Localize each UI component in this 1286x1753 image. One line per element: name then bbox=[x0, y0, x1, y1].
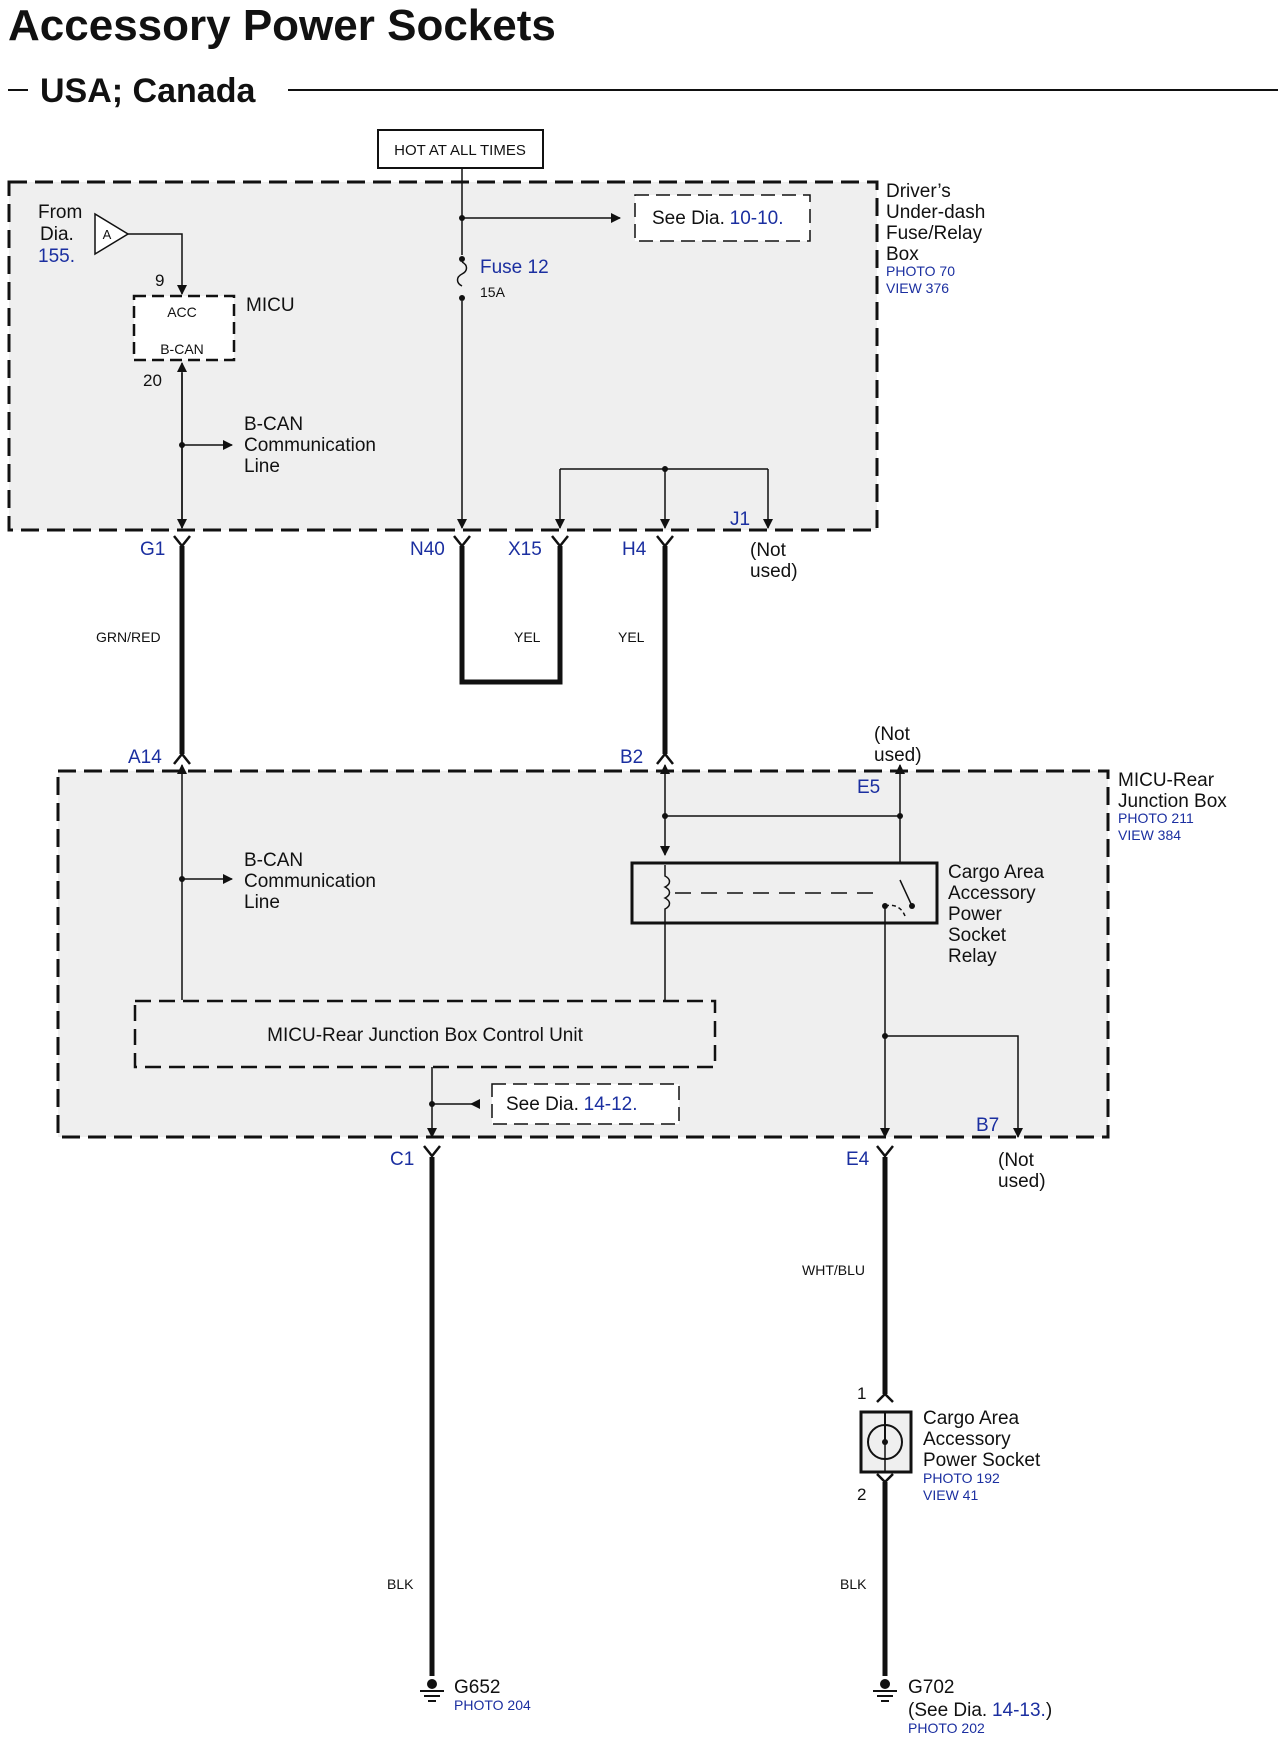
svg-text:Accessory: Accessory bbox=[923, 1429, 1011, 1450]
svg-text:Socket: Socket bbox=[948, 925, 1007, 946]
svg-text:Under-dash: Under-dash bbox=[886, 202, 985, 223]
connector-a14: A14 bbox=[128, 747, 162, 768]
wire-blk-c1: BLK bbox=[387, 1576, 414, 1592]
ground-g702-photo: PHOTO 202 bbox=[908, 1720, 985, 1736]
connector-a-label: A bbox=[103, 227, 112, 242]
ground-g652-icon bbox=[420, 1679, 444, 1702]
e5-not-used: (Not used) bbox=[874, 724, 922, 766]
svg-text:VIEW 376: VIEW 376 bbox=[886, 280, 949, 296]
svg-text:Communication: Communication bbox=[244, 871, 376, 892]
micu-rear-junction-box bbox=[56, 769, 1110, 1139]
svg-text:(Not: (Not bbox=[750, 540, 787, 561]
socket-pin-1: 1 bbox=[857, 1384, 866, 1403]
relay-coil bbox=[663, 865, 671, 922]
junction-box-top-terminals bbox=[173, 751, 674, 765]
wire-grn-red: GRN/RED bbox=[96, 629, 161, 645]
page-title: Accessory Power Sockets bbox=[8, 1, 556, 50]
micu-pin-20: 20 bbox=[143, 371, 162, 390]
relay-label: Cargo Area Accessory Power Socket Relay bbox=[948, 862, 1045, 967]
j1-not-used: (Not used) bbox=[750, 540, 798, 582]
svg-text:Cargo Area: Cargo Area bbox=[948, 862, 1045, 883]
svg-text:VIEW 384: VIEW 384 bbox=[1118, 827, 1181, 843]
connector-j1: J1 bbox=[730, 509, 750, 530]
connector-b7: B7 bbox=[976, 1115, 999, 1136]
bcan-line-label-lower: B-CAN Communication Line bbox=[244, 850, 376, 913]
ground-g702-label: G702 bbox=[908, 1677, 954, 1698]
connector-h4: H4 bbox=[622, 539, 647, 560]
svg-text:Communication: Communication bbox=[244, 435, 376, 456]
ground-g652-photo: PHOTO 204 bbox=[454, 1697, 531, 1713]
from-label: From bbox=[38, 202, 82, 223]
control-unit-label: MICU-Rear Junction Box Control Unit bbox=[267, 1025, 583, 1046]
connector-n40: N40 bbox=[410, 539, 445, 560]
hot-label-box bbox=[377, 129, 544, 169]
connector-a-triangle bbox=[94, 212, 130, 256]
page-subtitle: USA; Canada bbox=[40, 72, 256, 110]
micu-bcan: B-CAN bbox=[160, 341, 204, 357]
svg-text:Box: Box bbox=[886, 244, 919, 265]
fuse-12-rating: 15A bbox=[480, 284, 506, 300]
ground-g702-icon bbox=[873, 1679, 897, 1702]
connector-c1: C1 bbox=[390, 1149, 414, 1170]
svg-text:Cargo Area: Cargo Area bbox=[923, 1408, 1020, 1429]
micu-box bbox=[132, 294, 236, 362]
b7-not-used: (Not used) bbox=[998, 1150, 1046, 1192]
svg-text:Power Socket: Power Socket bbox=[923, 1450, 1041, 1471]
micu-acc: ACC bbox=[167, 304, 197, 320]
junction-box-label: MICU-Rear Junction Box PHOTO 211 VIEW 38… bbox=[1118, 770, 1227, 843]
svg-text:B-CAN: B-CAN bbox=[244, 850, 303, 871]
micu-pin-9: 9 bbox=[155, 271, 164, 290]
micu-label: MICU bbox=[246, 295, 295, 316]
svg-text:Fuse/Relay: Fuse/Relay bbox=[886, 223, 983, 244]
svg-text:VIEW 41: VIEW 41 bbox=[923, 1487, 978, 1503]
svg-text:PHOTO 211: PHOTO 211 bbox=[1118, 810, 1194, 826]
hot-label: HOT AT ALL TIMES bbox=[394, 142, 526, 159]
svg-text:PHOTO 70: PHOTO 70 bbox=[886, 263, 955, 279]
fuse-12-symbol bbox=[456, 256, 468, 301]
svg-text:B-CAN: B-CAN bbox=[244, 414, 303, 435]
svg-text:(Not: (Not bbox=[998, 1150, 1035, 1171]
power-socket-label: Cargo Area Accessory Power Socket PHOTO … bbox=[923, 1408, 1041, 1503]
svg-text:Relay: Relay bbox=[948, 946, 997, 967]
svg-text:(Not: (Not bbox=[874, 724, 911, 745]
from-dia-ref[interactable]: 155. bbox=[38, 246, 75, 267]
wire-yel-x15: YEL bbox=[514, 629, 541, 645]
svg-text:Line: Line bbox=[244, 892, 280, 913]
socket-pin-2: 2 bbox=[857, 1485, 866, 1504]
micu-rear-control-unit bbox=[133, 999, 717, 1069]
svg-text:Power: Power bbox=[948, 904, 1003, 925]
wire-wht-blu: WHT/BLU bbox=[802, 1262, 865, 1278]
connector-b2: B2 bbox=[620, 747, 643, 768]
svg-text:used): used) bbox=[998, 1171, 1046, 1192]
ground-g652-label: G652 bbox=[454, 1677, 500, 1698]
svg-text:Driver’s: Driver’s bbox=[886, 181, 951, 202]
wire-yel-h4: YEL bbox=[618, 629, 645, 645]
see-dia-14-12-text[interactable]: See Dia. 14-12. bbox=[506, 1094, 638, 1115]
svg-text:PHOTO 192: PHOTO 192 bbox=[923, 1470, 1000, 1486]
connector-e5: E5 bbox=[857, 777, 880, 798]
svg-text:Line: Line bbox=[244, 456, 280, 477]
svg-text:used): used) bbox=[874, 745, 922, 766]
from-dia-label: Dia. bbox=[40, 224, 74, 245]
connector-e4: E4 bbox=[846, 1149, 870, 1170]
svg-text:used): used) bbox=[750, 561, 798, 582]
bcan-line-label-upper: B-CAN Communication Line bbox=[244, 414, 376, 477]
see-dia-10-10[interactable] bbox=[634, 194, 811, 242]
see-dia-14-12[interactable] bbox=[491, 1083, 680, 1125]
svg-text:Junction Box: Junction Box bbox=[1118, 791, 1227, 812]
connector-x15: X15 bbox=[508, 539, 542, 560]
svg-text:MICU-Rear: MICU-Rear bbox=[1118, 770, 1215, 791]
fuse-box-label: Driver’s Under-dash Fuse/Relay Box PHOTO… bbox=[886, 181, 985, 296]
fuse-12-label: Fuse 12 bbox=[480, 257, 549, 278]
see-dia-10-10-text[interactable]: See Dia. 10-10. bbox=[652, 208, 784, 229]
svg-text:Accessory: Accessory bbox=[948, 883, 1036, 904]
junction-box-bottom-terminals bbox=[423, 1145, 894, 1159]
wire-blk-socket: BLK bbox=[840, 1576, 867, 1592]
ground-g702-see-dia[interactable]: (See Dia. 14-13.) bbox=[908, 1700, 1052, 1721]
harness-wires bbox=[179, 546, 888, 1676]
connector-g1: G1 bbox=[140, 539, 165, 560]
